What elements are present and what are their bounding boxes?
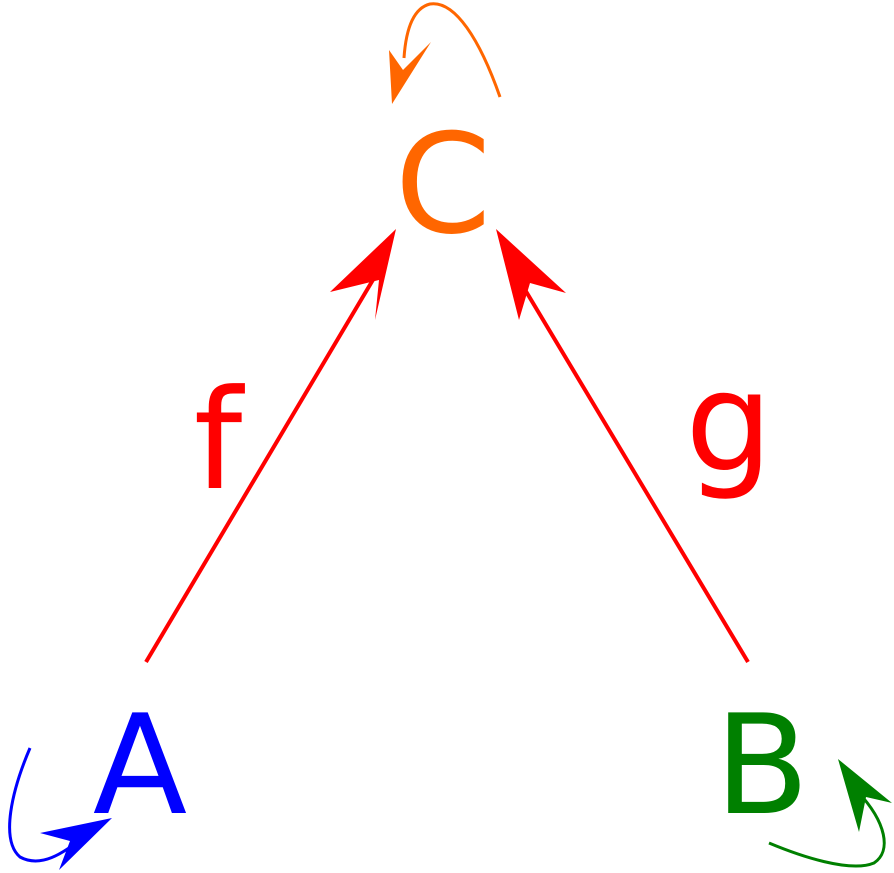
morphism-g-label: g xyxy=(685,342,773,503)
identity-loop-b xyxy=(768,759,892,868)
identity-loop-b-arrowhead xyxy=(838,759,892,832)
morphism-f xyxy=(144,229,396,664)
morphism-g-arrowhead xyxy=(496,229,566,320)
identity-loop-a xyxy=(8,747,112,870)
morphism-g-line xyxy=(510,266,750,664)
node-a-label: A xyxy=(93,685,187,846)
identity-loop-c-arrowhead xyxy=(389,42,431,104)
morphism-f-arrowhead xyxy=(330,229,396,320)
identity-loop-c xyxy=(389,2,502,104)
morphism-g xyxy=(496,229,750,664)
identity-loop-c-curve xyxy=(402,2,502,98)
node-b-label: B xyxy=(715,685,810,846)
identity-loop-b-curve xyxy=(768,790,886,868)
identity-loop-a-arrowhead xyxy=(40,818,112,870)
morphism-f-line xyxy=(144,266,382,664)
node-c-label: C xyxy=(395,104,491,265)
morphism-f-label: f xyxy=(194,360,246,521)
identity-loop-a-curve xyxy=(8,747,87,863)
